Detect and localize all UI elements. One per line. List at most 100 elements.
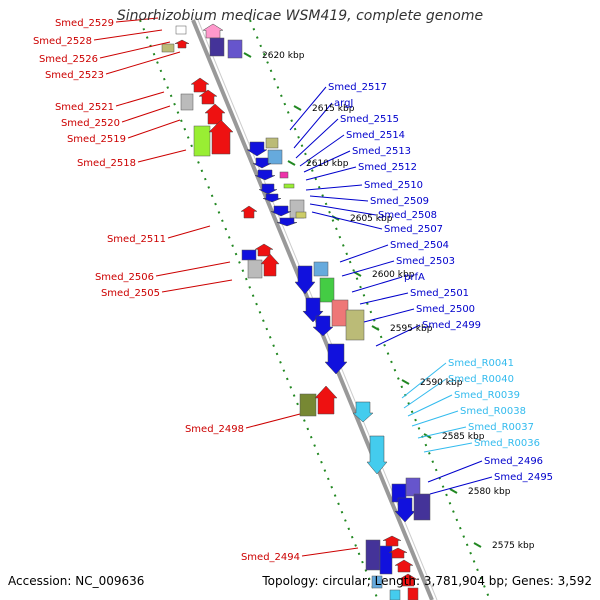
leader-left	[137, 149, 187, 163]
gene-feature	[405, 477, 421, 497]
gene-feature	[246, 141, 268, 157]
label-right: argJ	[334, 98, 353, 109]
leader-right	[299, 134, 345, 167]
leader-right	[309, 195, 369, 202]
leader-right	[309, 203, 377, 216]
label-right: Smed_2514	[346, 130, 405, 141]
gene-feature	[295, 211, 307, 219]
leader-cyan	[417, 426, 467, 439]
gene-feature	[379, 545, 393, 575]
leader-cyan	[411, 410, 459, 427]
gene-feature	[324, 343, 348, 375]
gene-feature	[175, 25, 187, 35]
gene-feature	[365, 539, 381, 571]
gene-feature	[294, 265, 316, 295]
label-leaders	[93, 17, 493, 557]
leader-cyan	[403, 378, 447, 409]
kbp-tick	[287, 160, 296, 166]
dotted-guide-right	[249, 19, 491, 600]
leader-left	[161, 279, 233, 293]
leader-left	[93, 29, 163, 41]
leader-right	[305, 184, 363, 191]
leader-left	[115, 91, 165, 107]
kbp-tick	[401, 379, 410, 385]
gene-feature	[366, 435, 388, 475]
gene-feature	[260, 253, 280, 277]
leader-right	[351, 276, 403, 293]
label-right: Smed_2509	[370, 196, 429, 207]
leader-cyan	[401, 362, 447, 399]
label-left: Smed_2521	[55, 102, 114, 113]
label-cyan: Smed_R0036	[474, 438, 540, 449]
map-title: Sinorhizobium medicae WSM419, complete g…	[116, 8, 484, 24]
label-cyan: Smed_R0037	[468, 422, 534, 433]
gene-feature	[279, 171, 289, 179]
leader-right	[311, 211, 383, 230]
label-right: Smed_2504	[390, 240, 449, 251]
gene-feature	[331, 299, 349, 327]
leader-right	[341, 260, 395, 277]
kbp-label: 2595 kbp	[390, 324, 433, 334]
label-right: Smed_2500	[416, 304, 475, 315]
label-left: Smed_2519	[67, 134, 126, 145]
leader-right	[305, 166, 357, 181]
label-left: Smed_2506	[95, 272, 154, 283]
gene-feature	[254, 243, 274, 257]
gene-feature	[345, 309, 365, 341]
gene-feature	[247, 259, 263, 279]
leader-right	[359, 292, 409, 305]
label-left: Smed_2511	[107, 234, 166, 245]
label-right: Smed_2499	[422, 320, 481, 331]
label-right: Smed_2501	[410, 288, 469, 299]
kbp-tick	[243, 52, 252, 58]
gene-feature	[413, 493, 431, 521]
gene-feature	[258, 183, 278, 195]
kbp-label: 2590 kbp	[420, 378, 463, 388]
kbp-tick	[473, 542, 482, 548]
gene-feature	[193, 125, 211, 157]
label-right: Smed_2507	[384, 224, 443, 235]
gene-feature	[240, 205, 258, 219]
leader-right	[289, 86, 327, 131]
gene-feature	[227, 39, 243, 59]
kbp-tick	[449, 488, 458, 494]
gene-feature	[161, 43, 175, 53]
label-left: Smed_2494	[241, 552, 300, 563]
gene-feature	[276, 217, 298, 227]
kbp-label: 2620 kbp	[262, 51, 305, 61]
gene-feature	[202, 23, 224, 39]
gene-feature	[394, 497, 416, 523]
kbp-label: 2600 kbp	[372, 270, 415, 280]
leader-left	[301, 547, 359, 557]
leader-right	[427, 460, 483, 483]
leader-cyan	[423, 442, 473, 453]
gene-feature	[389, 589, 401, 600]
label-right: Smed_2515	[340, 114, 399, 125]
gene-feature	[388, 547, 408, 559]
gene-feature	[394, 559, 414, 573]
kbp-label: 2580 kbp	[468, 487, 511, 497]
label-left: Smed_2523	[45, 70, 104, 81]
gene-feature	[407, 587, 419, 600]
label-left: Smed_2520	[61, 118, 120, 129]
gene-feature	[198, 89, 218, 105]
leader-cyan	[407, 394, 453, 417]
label-cyan: Smed_R0040	[448, 374, 514, 385]
label-right: prfA	[404, 272, 425, 283]
gene-feature	[314, 385, 338, 415]
dotted-guides	[139, 19, 491, 600]
label-left: Smed_2529	[55, 18, 114, 29]
label-right: Smed_2503	[396, 256, 455, 267]
gene-feature	[252, 157, 272, 169]
gene-feature	[313, 261, 329, 277]
kbp-tick	[293, 105, 302, 111]
gene-feature	[283, 183, 295, 189]
gene-feature	[398, 573, 418, 587]
gene-feature	[208, 119, 234, 155]
label-left: Smed_2528	[33, 36, 92, 47]
dotted-guide-left	[139, 19, 379, 600]
label-right: Smed_2510	[364, 180, 423, 191]
kbp-label: 2610 kbp	[306, 159, 349, 169]
leader-left	[105, 51, 181, 75]
